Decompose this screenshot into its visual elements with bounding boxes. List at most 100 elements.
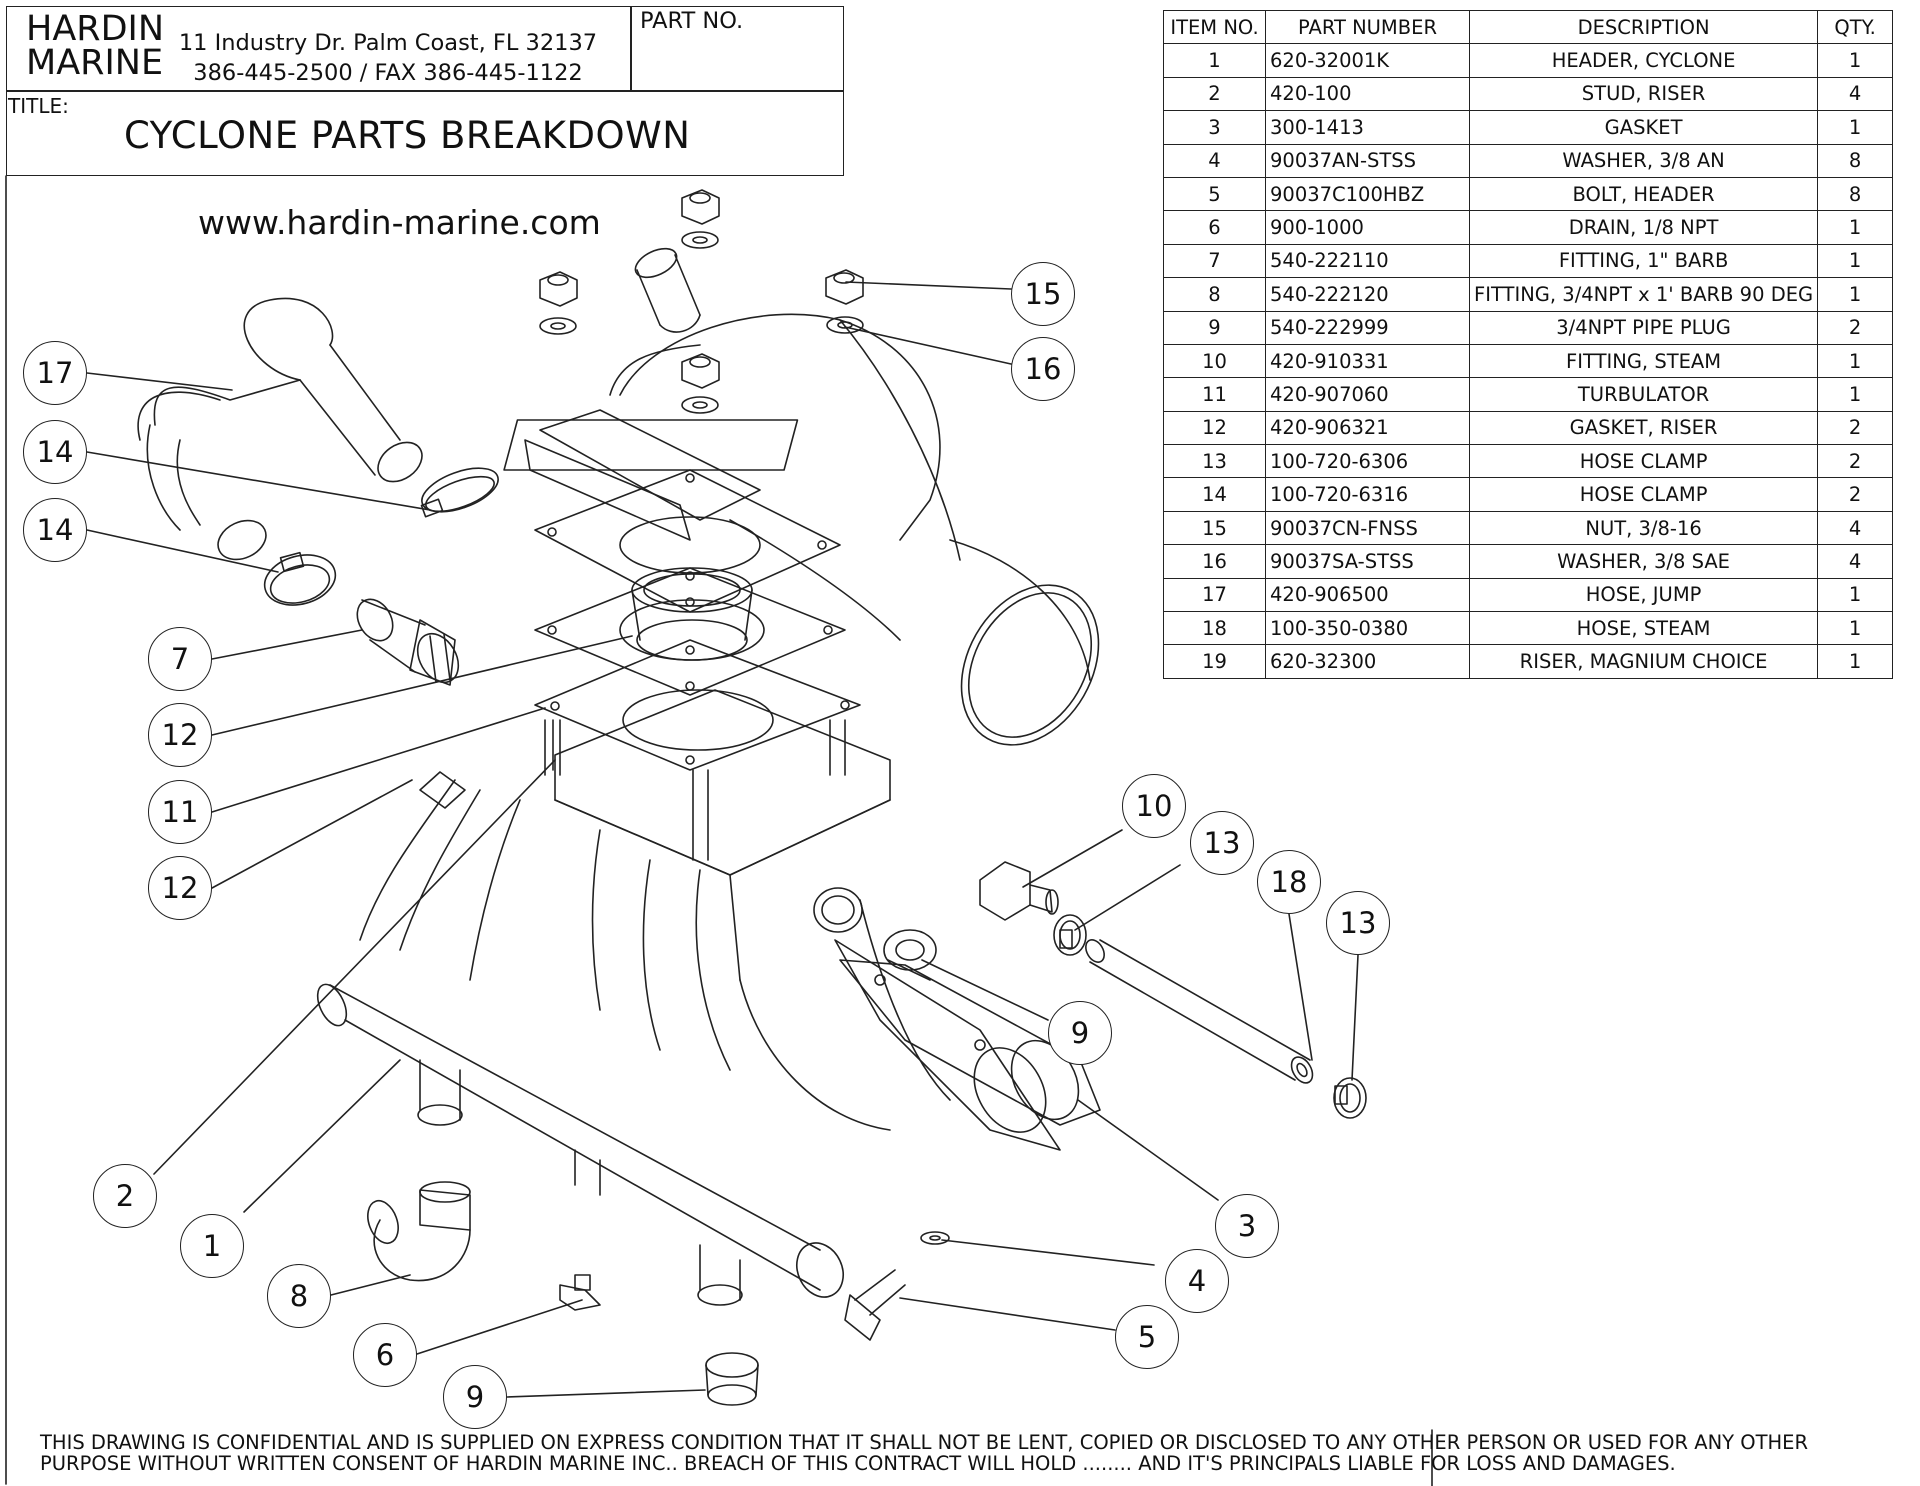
hose-clamp-13a-part [1054,915,1086,955]
callout-balloon: 15 [1011,262,1075,326]
callout-balloon: 9 [1048,1001,1112,1065]
hose-clamp-13b-part [1334,1078,1366,1118]
bom-cell-part-number: 90037C100HBZ [1265,176,1470,212]
steam-fitting-part [980,862,1058,920]
hose-clamp-upper-part [416,459,503,520]
company-name-line2: MARINE [26,43,164,83]
bom-cell-part-number: 300-1413 [1265,110,1470,145]
bom-cell-item: 12 [1163,410,1266,446]
bom-cell-qty: 1 [1817,343,1894,379]
bom-cell-item: 15 [1163,510,1266,546]
company-name-line1: HARDIN [26,9,165,49]
title-block-company-cell [6,6,632,92]
bom-cell-part-number: 900-1000 [1265,210,1470,245]
bom-cell-qty: 1 [1817,43,1894,78]
bom-cell-qty: 8 [1817,143,1894,178]
callout-balloon: 3 [1215,1194,1279,1258]
disclaimer-line1: THIS DRAWING IS CONFIDENTIAL AND IS SUPP… [40,1431,1809,1454]
callout-balloon: 2 [93,1164,157,1228]
callout-balloon: 14 [23,498,87,562]
cyclone-header-upper-part [504,243,1126,770]
title-block-partno-cell [630,6,844,92]
barb-fitting-part [350,593,466,690]
bom-cell-description: WASHER, 3/8 AN [1468,143,1819,178]
bom-cell-part-number: 540-222999 [1265,310,1470,345]
bom-cell-item: 3 [1163,110,1266,145]
callout-leader-lines [87,282,1358,1397]
bom-cell-qty: 1 [1817,277,1894,312]
bom-cell-qty: 2 [1817,310,1894,345]
callout-balloon: 7 [148,627,212,691]
confidentiality-notice: THIS DRAWING IS CONFIDENTIAL AND IS SUPP… [40,1432,1808,1474]
bom-cell-item: 13 [1163,444,1266,479]
disclaimer-line2: PURPOSE WITHOUT WRITTEN CONSENT OF HARDI… [40,1452,1676,1475]
callout-balloon: 18 [1257,850,1321,914]
bom-cell-qty: 1 [1817,611,1894,646]
bom-cell-item: 14 [1163,477,1266,512]
bom-cell-description: FITTING, 1" BARB [1468,243,1819,279]
bom-cell-description: GASKET [1468,110,1819,145]
header-bolt-part [845,1270,905,1340]
bom-cell-description: BOLT, HEADER [1468,176,1819,212]
address-line1: 11 Industry Dr. Palm Coast, FL 32137 [178,30,598,56]
title-block-title-cell [6,90,844,176]
callout-balloon: 9 [443,1365,507,1429]
nut-top-right-part [826,270,863,333]
bom-cell-part-number: 620-32300 [1265,644,1470,679]
bom-cell-item: 1 [1163,43,1266,78]
part-no-label: PART NO. [640,8,744,34]
pipe-plug-upper-part [884,930,936,980]
bom-cell-qty: 4 [1817,510,1894,546]
callout-balloon: 14 [23,420,87,484]
company-name: HARDIN MARINE [26,9,165,83]
bom-cell-part-number: 100-720-6316 [1265,477,1470,512]
bom-cell-qty: 1 [1817,644,1894,679]
hose-jump-part [138,298,429,566]
bom-cell-item: 16 [1163,544,1266,579]
callout-balloon: 12 [148,856,212,920]
website-url: www.hardin-marine.com [198,203,601,242]
bom-cell-part-number: 420-910331 [1265,343,1470,379]
callout-balloon: 1 [180,1214,244,1278]
riser-plate-part [535,640,860,770]
nut-top-center-part [682,190,719,248]
bom-cell-description: RISER, MAGNIUM CHOICE [1468,644,1819,679]
bom-cell-description: DRAIN, 1/8 NPT [1468,210,1819,245]
address-line2: 386-445-2500 / FAX 386-445-1122 [193,60,583,86]
riser-gasket-upper-part [535,470,840,612]
bom-cell-part-number: 100-350-0380 [1265,611,1470,646]
bom-cell-part-number: 540-222120 [1265,277,1470,312]
callout-balloon: 13 [1326,891,1390,955]
callout-balloon: 12 [148,703,212,767]
hose-clamp-lower-part [259,548,341,613]
bom-cell-description: GASKET, RISER [1468,410,1819,446]
bom-cell-description: 3/4NPT PIPE PLUG [1468,310,1819,345]
cyclone-header-body-part [312,690,1060,1305]
bom-cell-part-number: 420-907060 [1265,377,1470,412]
barb-elbow-fitting-part [362,1182,470,1281]
drawing-title: CYCLONE PARTS BREAKDOWN [124,114,691,157]
nut-top-left-part [540,272,577,334]
callout-balloon: 11 [148,780,212,844]
bom-cell-description: FITTING, 3/4NPT x 1' BARB 90 DEG [1468,277,1819,312]
callout-balloon: 6 [353,1323,417,1387]
bom-cell-description: WASHER, 3/8 SAE [1468,544,1819,579]
bom-cell-item: 9 [1163,310,1266,345]
bom-cell-item: 19 [1163,644,1266,679]
bom-cell-item: 11 [1163,377,1266,412]
bom-cell-item: 4 [1163,143,1266,178]
bom-cell-part-number: 620-32001K [1265,43,1470,78]
